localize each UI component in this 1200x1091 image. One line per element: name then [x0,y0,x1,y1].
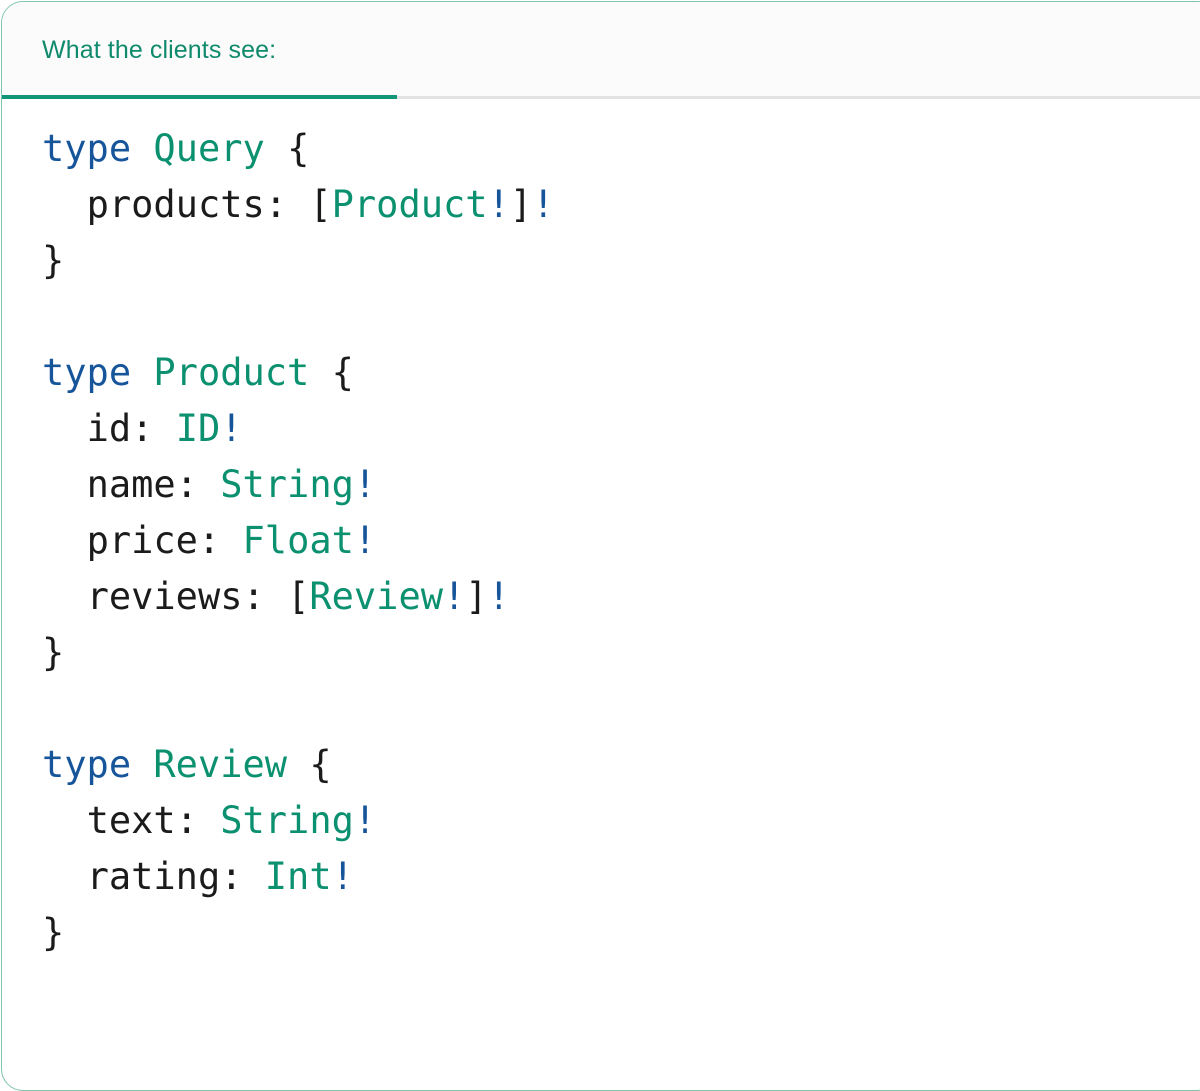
code-token-type: Product [153,351,310,394]
code-line: type Query { [42,121,1200,177]
code-token-type: Review [153,743,288,786]
code-token-field: text [86,799,176,842]
code-line: } [42,905,1200,961]
code-token-punct: ] [509,183,533,226]
code-token-bang: ! [532,183,555,226]
code-token-punct: [ [309,183,332,226]
code-token-kw: type [42,127,132,170]
code-token-type: Int [264,855,332,898]
code-line [42,289,1200,345]
code-token-punct: : [197,519,221,562]
code-token-punct: } [42,239,65,282]
code-token-punct: : [175,463,198,506]
tab-what-the-clients-see[interactable]: What the clients see: [2,2,397,99]
tab-strip: What the clients see: [2,2,1200,99]
code-line: reviews: [Review!]! [42,569,1200,625]
code-line: text: String! [42,793,1200,849]
code-token-punct: ] [465,575,488,618]
code-body: type Query { products: [Product!]!} type… [2,99,1200,961]
code-token-punct: { [331,351,354,394]
code-token-kw: type [42,351,132,394]
tab-label: What the clients see: [42,36,277,64]
code-token-bang: ! [220,407,243,450]
code-token-punct: : [242,575,265,618]
code-token-field: rating [86,855,221,898]
code-token-punct: { [309,743,332,786]
code-token-type: Review [309,575,443,618]
code-token-punct: [ [287,575,310,618]
code-token-punct: { [287,127,310,170]
code-line [42,681,1200,737]
code-token-field: name [86,463,176,506]
code-token-type: Product [331,183,488,226]
code-token-bang: ! [487,575,510,618]
code-token-bang: ! [443,575,466,618]
code-token-type: ID [175,407,221,450]
code-line: products: [Product!]! [42,177,1200,233]
code-token-punct: } [42,631,65,674]
code-token-field: id [86,407,132,450]
code-token-punct: : [131,407,154,450]
code-line: } [42,625,1200,681]
code-line: price: Float! [42,513,1200,569]
code-token-punct: : [264,183,288,226]
code-token-type: Float [242,519,354,562]
code-token-field: price [86,519,198,562]
code-line: type Review { [42,737,1200,793]
code-token-type: Query [153,127,265,170]
code-token-punct: } [42,911,65,954]
code-token-punct: : [220,855,243,898]
graphql-schema-code[interactable]: type Query { products: [Product!]!} type… [2,121,1200,961]
code-line: type Product { [42,345,1200,401]
code-token-punct: : [175,799,198,842]
code-line: id: ID! [42,401,1200,457]
code-token-field: products [86,183,265,226]
code-token-kw: type [42,743,132,786]
code-token-type: String [220,799,354,842]
code-token-field: reviews [86,575,243,618]
code-token-type: String [220,463,354,506]
code-token-bang: ! [353,799,377,842]
code-line: name: String! [42,457,1200,513]
code-line: } [42,233,1200,289]
code-token-bang: ! [487,183,510,226]
code-token-bang: ! [353,463,377,506]
code-token-bang: ! [353,519,377,562]
code-token-bang: ! [331,855,354,898]
code-line: rating: Int! [42,849,1200,905]
